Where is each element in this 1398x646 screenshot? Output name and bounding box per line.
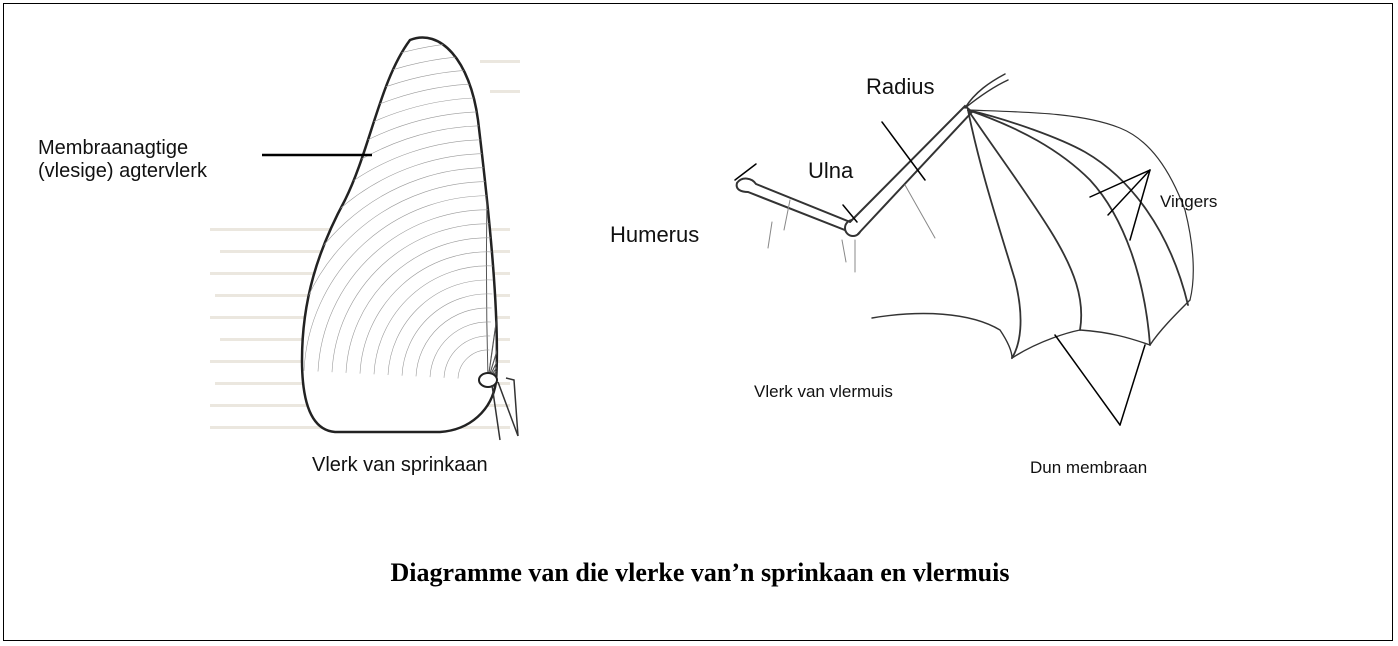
finger-1 — [968, 110, 1188, 305]
bat-wing — [735, 74, 1193, 425]
radius-ulna-bone — [850, 106, 972, 234]
membrane-edge — [872, 300, 1190, 358]
label-membranous-line1: Membraanagtige — [38, 137, 207, 160]
humerus-bone — [737, 179, 855, 232]
label-radius: Radius — [866, 74, 934, 99]
label-ulna: Ulna — [808, 158, 853, 183]
bat-wing-title: Vlerk van vlermuis — [754, 382, 893, 402]
figure-caption: Diagramme van die vlerke van’n sprinkaan… — [260, 558, 1140, 588]
label-humerus: Humerus — [610, 222, 699, 247]
label-membranous-line2: (vlesige) agtervlerk — [38, 160, 207, 183]
grasshopper-wing-title: Vlerk van sprinkaan — [312, 454, 488, 477]
finger-3 — [968, 110, 1081, 330]
label-vingers: Vingers — [1160, 192, 1217, 212]
finger-2 — [968, 110, 1150, 345]
label-dun-membraan: Dun membraan — [1030, 458, 1147, 478]
label-membranous-hindwing: Membraanagtige (vlesige) agtervlerk — [38, 137, 207, 183]
